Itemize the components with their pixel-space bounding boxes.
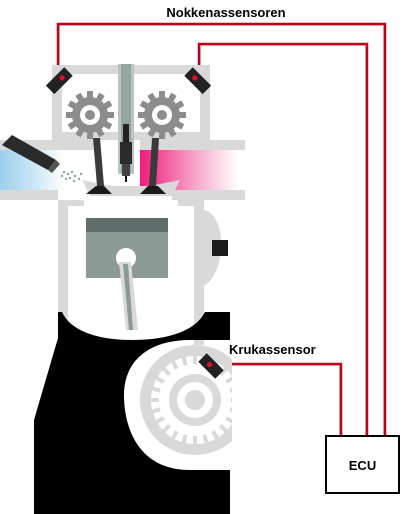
wire-camshaft-sensor-right (197, 42, 369, 436)
spark-plug-icon (120, 124, 132, 182)
exhaust-valve (140, 138, 166, 194)
ecu-label: ECU (349, 458, 376, 473)
injector-icon (2, 135, 83, 183)
crank-sensor (198, 353, 224, 379)
camshaft-sensors-label: Nokkenassensoren (166, 5, 285, 20)
intake-valve (86, 138, 112, 194)
sensor-wiring (56, 22, 387, 436)
camshaft-gear-left (66, 91, 114, 139)
camshaft-sensor-right (184, 67, 212, 95)
reluctor-wheel-icon (128, 345, 232, 455)
wire-camshaft-sensor-left (56, 22, 387, 436)
ecu-box: ECU (325, 435, 400, 494)
block-port (212, 240, 228, 256)
crank-sensor-label: Krukassensor (229, 342, 316, 357)
connecting-rod (119, 262, 138, 330)
wire-crank-sensor (215, 362, 343, 436)
gear-icon (138, 91, 186, 139)
engine-block (34, 312, 230, 514)
camshaft-sensor-left (45, 67, 73, 95)
